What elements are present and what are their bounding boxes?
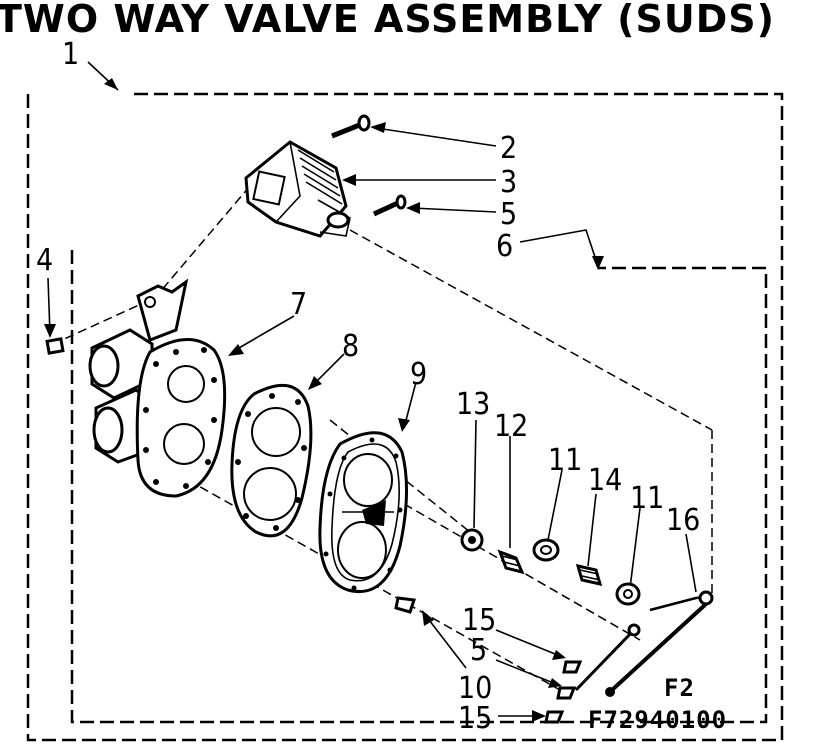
inner-subassembly-box <box>70 250 768 724</box>
outer-assembly-box <box>26 92 784 742</box>
leader-10 <box>425 615 467 669</box>
leader-7 <box>231 315 295 353</box>
spring-part-14 <box>575 563 603 587</box>
leader-14 <box>587 493 597 567</box>
seal-part-13 <box>460 528 484 552</box>
callout-12: 12 <box>494 409 528 444</box>
leader-11b <box>629 507 641 589</box>
callout-4: 4 <box>36 243 53 278</box>
callout-2: 2 <box>500 131 517 166</box>
callout-11-b: 11 <box>630 481 664 516</box>
callout-13: 13 <box>456 387 490 422</box>
gasket-part-8 <box>230 384 313 538</box>
leader-2 <box>375 127 497 147</box>
screw-part-15-a <box>562 660 583 674</box>
callout-11-a: 11 <box>548 443 582 478</box>
callout-15-a: 15 <box>462 603 496 638</box>
leader-16 <box>685 533 697 593</box>
screw-part-5-lower <box>556 686 577 700</box>
spring-part-12 <box>497 549 525 575</box>
washer-part-11-a <box>532 538 560 562</box>
bracket-part-16 <box>574 590 714 697</box>
callout-labels: 1 2 3 5 6 4 7 8 9 13 12 11 14 11 16 15 5… <box>36 37 700 736</box>
callout-6: 6 <box>496 229 513 264</box>
leader-13 <box>473 419 477 529</box>
leader-lines <box>44 61 697 722</box>
washer-part-11-b <box>615 582 641 606</box>
leader-6 <box>519 229 599 267</box>
leader-5-top <box>411 207 497 213</box>
clip-part-4 <box>45 337 65 355</box>
leader-11a <box>547 469 563 541</box>
callout-3: 3 <box>500 165 517 200</box>
diagram-title: TWO WAY VALVE ASSEMBLY (SUDS) <box>0 0 775 41</box>
callout-1: 1 <box>62 37 79 72</box>
diaphragm-part-9 <box>318 431 408 593</box>
screw-part-5 <box>372 194 407 217</box>
callout-14: 14 <box>588 463 622 498</box>
leader-15-top <box>495 629 561 657</box>
valve-plate-part-7 <box>135 338 227 498</box>
callout-5: 5 <box>500 197 517 232</box>
figure-code: F72940100 <box>588 706 727 734</box>
callout-10: 10 <box>458 671 492 706</box>
screw-part-15-b <box>544 710 565 724</box>
leader-5-bottom <box>495 659 557 685</box>
solenoid-coil-part-3 <box>244 140 351 238</box>
screw-part-10 <box>394 596 417 614</box>
callout-8: 8 <box>342 329 359 364</box>
callout-15-b: 15 <box>458 701 492 736</box>
screw-part-2 <box>331 114 371 139</box>
callout-9: 9 <box>410 357 427 392</box>
callout-16: 16 <box>666 503 700 538</box>
callout-5-b: 5 <box>470 633 487 668</box>
callout-7: 7 <box>290 287 307 322</box>
figure-label: F2 <box>664 674 695 702</box>
